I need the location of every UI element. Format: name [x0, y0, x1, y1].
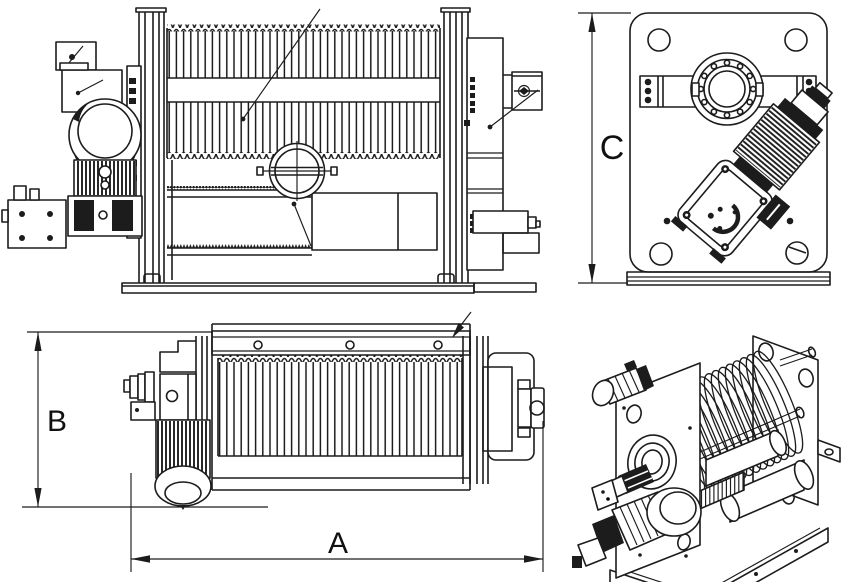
iso-top-motor [591, 360, 654, 407]
plate-dot-right [786, 217, 794, 225]
iso-base [609, 527, 829, 582]
dimension-b-label: B [47, 405, 67, 438]
plate-dot-left [663, 217, 671, 225]
front-view [1, 7, 543, 294]
dimension-c-label: C [600, 129, 625, 167]
side-motor-assembly [670, 81, 833, 264]
top-right-flange [462, 336, 545, 484]
main-bearing [690, 52, 764, 126]
front-right-flange [440, 7, 471, 283]
dimension-b: B [22, 331, 268, 508]
corner-holes [647, 28, 809, 266]
iso-drum-coils [645, 345, 817, 504]
top-leader-arrow [452, 311, 472, 338]
cable-drum [166, 24, 441, 159]
sheave-circle [256, 141, 338, 201]
side-view [626, 12, 833, 286]
top-motor-assembly [123, 340, 212, 510]
dimension-a: A [130, 421, 544, 572]
front-base [121, 273, 537, 294]
top-view [123, 311, 545, 510]
leader-line-drum [240, 8, 321, 122]
front-motor-assembly [1, 41, 143, 249]
leader-line-shaft [487, 89, 539, 130]
end-base [626, 271, 831, 286]
dimension-c: C [578, 12, 631, 284]
front-right-housing [464, 37, 543, 271]
dimension-a-label: A [328, 527, 348, 560]
top-frame [211, 323, 471, 491]
levelwind-screw [167, 160, 438, 280]
iso-shaft-stub [591, 464, 654, 511]
iso-front-motor [572, 487, 702, 568]
leader-line-screw [291, 201, 312, 247]
isometric-view [572, 335, 841, 582]
